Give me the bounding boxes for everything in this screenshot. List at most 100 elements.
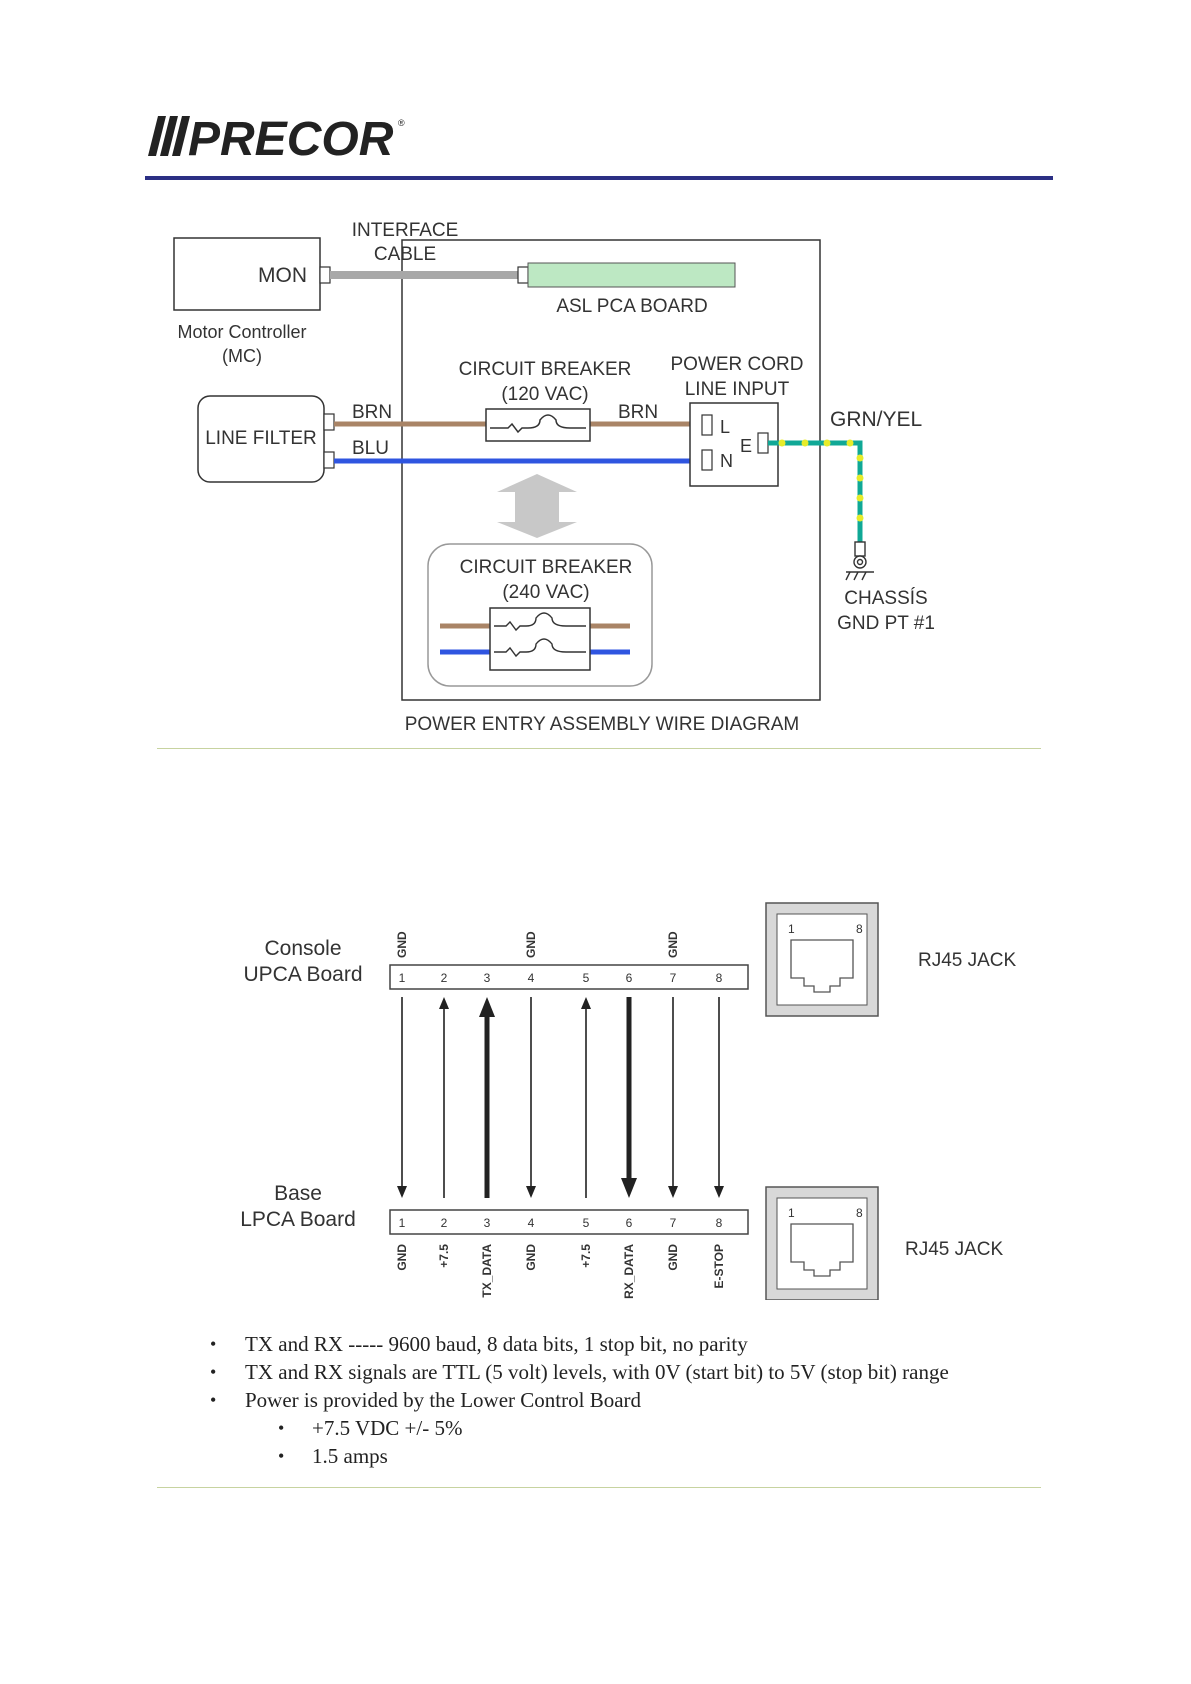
swap-double-arrow-icon (497, 474, 577, 538)
rj45-jack-bottom-icon (765, 1186, 879, 1300)
power-cord-label-line2: LINE INPUT (685, 379, 790, 400)
circuit-breaker-240-label-line1: CIRCUIT BREAKER (460, 557, 633, 578)
ground-wire (768, 440, 863, 542)
logo-registered-mark: ® (398, 118, 405, 128)
interface-cable-label-line1: INTERFACE (352, 220, 459, 241)
interface-cable-label-line2: CABLE (374, 244, 436, 265)
signal-arrow-head-up-icon (479, 997, 495, 1017)
lpca-signal-label: RX_DATA (622, 1244, 636, 1299)
console-label-line2: UPCA Board (243, 963, 362, 986)
logo-wordmark: PRECOR (188, 113, 394, 162)
upca-signal-label: GND (524, 931, 538, 958)
upca-pin-number: 1 (399, 971, 406, 985)
signal-arrow-head-down-icon (621, 1178, 637, 1198)
lpca-signal-label: GND (666, 1244, 680, 1271)
terminal-n-label: N (720, 451, 733, 471)
asl-pca-board (527, 262, 736, 288)
signal-arrow-head-up-icon (581, 997, 591, 1009)
power-cord-label-line1: POWER CORD (671, 354, 804, 375)
circuit-breaker-120-label-line2: (120 VAC) (501, 384, 588, 405)
lpca-signal-label: GND (395, 1244, 409, 1271)
rj45-top-pin1-label: 1 (788, 922, 795, 936)
lpca-pin-number: 2 (441, 1216, 448, 1230)
line-filter-connector-brn (323, 413, 335, 431)
brn-label-right: BRN (618, 402, 658, 423)
asl-pca-board-label: ASL PCA BOARD (556, 296, 707, 317)
terminal-e-label: E (740, 436, 752, 456)
signal-arrow-head-down-icon (714, 1186, 724, 1198)
blu-label: BLU (352, 438, 389, 459)
rj45-bottom-pin1-label: 1 (788, 1206, 795, 1220)
lpca-pin-header (389, 1209, 749, 1235)
line-filter-box (197, 395, 325, 483)
upca-pin-number: 8 (716, 971, 723, 985)
upca-signal-label: GND (395, 931, 409, 958)
terminal-l-label: L (720, 417, 730, 437)
lpca-pin-number: 8 (716, 1216, 723, 1230)
circuit-breaker-240-label-line2: (240 VAC) (502, 582, 589, 603)
upca-pin-number: 4 (528, 971, 535, 985)
spec-note: TX and RX ----- 9600 baud, 8 data bits, … (208, 1330, 1088, 1358)
line-filter-label: LINE FILTER (205, 428, 317, 449)
motor-controller-box (173, 237, 321, 311)
base-label-line1: Base (274, 1182, 322, 1205)
header-rule (145, 176, 1053, 180)
upca-pin-number: 6 (626, 971, 633, 985)
upca-pin-number: 7 (670, 971, 677, 985)
breaker-240-symbol-icon (489, 607, 591, 671)
rj45-top-pin8-label: 8 (856, 922, 863, 936)
lpca-pin-number: 1 (399, 1216, 406, 1230)
breaker-120-symbol-icon (485, 408, 591, 442)
grn-yel-label: GRN/YEL (830, 408, 922, 431)
base-label-line2: LPCA Board (240, 1208, 356, 1231)
lpca-signal-label: +7.5 (437, 1244, 451, 1268)
asl-connector (517, 266, 529, 284)
lpca-pin-number: 5 (583, 1216, 590, 1230)
upca-pin-number: 3 (484, 971, 491, 985)
section-separator-top (157, 748, 1041, 749)
precor-logo: PRECOR ® (148, 113, 405, 162)
enclosure-outline (401, 239, 821, 701)
signal-arrow-head-down-icon (668, 1186, 678, 1198)
chassis-gnd-label-line2: GND PT #1 (837, 613, 935, 634)
motor-controller-label-line2: (MC) (222, 346, 262, 366)
power-entry-wire-diagram: INTERFACE CABLE MON ASL PCA BOARD Motor … (173, 220, 935, 735)
terminal-e-connector (757, 432, 769, 454)
chassis-gnd-label-line1: CHASSÍS (844, 588, 927, 609)
rj45-jack-bottom-label: RJ45 JACK (905, 1239, 1004, 1260)
mon-connector (319, 266, 331, 284)
signal-arrow-head-down-icon (397, 1186, 407, 1198)
lpca-signal-label: TX_DATA (480, 1244, 494, 1298)
power-diagram-caption: POWER ENTRY ASSEMBLY WIRE DIAGRAM (405, 714, 800, 735)
interface-cable (330, 271, 518, 279)
console-label-line1: Console (264, 937, 341, 960)
spec-note: Power is provided by the Lower Control B… (208, 1386, 1088, 1414)
pin-layer: 11GNDGND22+7.533TX_DATA44GNDGND55+7.566R… (395, 931, 726, 1299)
upca-signal-label: GND (666, 931, 680, 958)
lpca-signal-label: E-STOP (712, 1244, 726, 1288)
chassis-ground-icon (845, 541, 874, 581)
signal-arrow-head-up-icon (439, 997, 449, 1009)
ground-wire-yellow-stripes (778, 439, 864, 522)
spec-notes-list: TX and RX ----- 9600 baud, 8 data bits, … (208, 1330, 1088, 1470)
lpca-pin-number: 6 (626, 1216, 633, 1230)
lpca-pin-number: 4 (528, 1216, 535, 1230)
rj45-jack-top-label: RJ45 JACK (918, 950, 1017, 971)
rj45-jack-top-icon (765, 902, 879, 1017)
upca-pin-header (389, 964, 749, 990)
terminal-l-connector (701, 414, 713, 436)
spec-note: TX and RX signals are TTL (5 volt) level… (208, 1358, 1088, 1386)
upca-pin-number: 2 (441, 971, 448, 985)
lpca-pin-number: 3 (484, 1216, 491, 1230)
logo-stripes-icon (148, 116, 190, 156)
section-separator-bottom (157, 1487, 1041, 1488)
upca-pin-number: 5 (583, 971, 590, 985)
mon-label: MON (258, 264, 307, 287)
signal-arrow-head-down-icon (526, 1186, 536, 1198)
line-filter-connector-blu (323, 451, 335, 469)
circuit-breaker-120-label-line1: CIRCUIT BREAKER (459, 359, 632, 380)
lpca-pin-number: 7 (670, 1216, 677, 1230)
motor-controller-label-line1: Motor Controller (177, 322, 306, 342)
rj45-pinout-diagram: Console UPCA Board Base LPCA Board 11GND… (240, 902, 1017, 1300)
